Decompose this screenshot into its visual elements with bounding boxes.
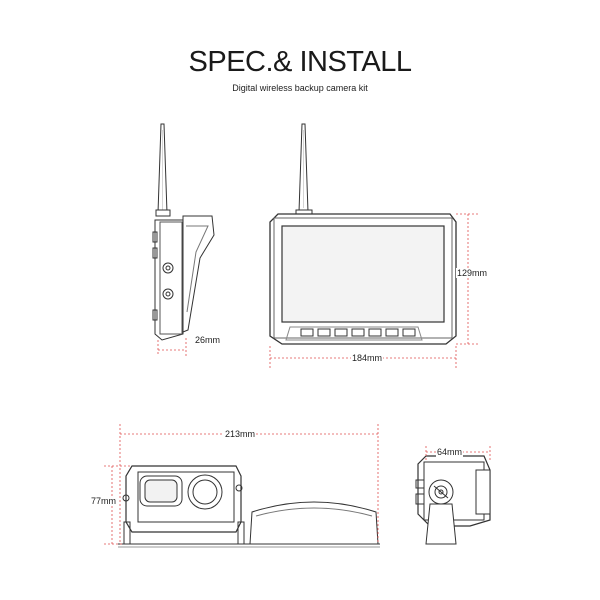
camera-depth-label: 64mm	[436, 447, 464, 457]
camera-front-view	[118, 465, 380, 548]
camera-side-view	[415, 455, 491, 545]
page-subtitle: Digital wireless backup camera kit	[232, 83, 368, 93]
camera-height-label: 77mm	[90, 496, 118, 506]
monitor-front-view	[269, 123, 457, 345]
page-title: SPEC.& INSTALL	[188, 46, 412, 78]
monitor-height-label: 129mm	[456, 268, 489, 278]
monitor-depth-label: 26mm	[194, 335, 222, 345]
monitor-side-view	[152, 123, 215, 341]
camera-width-label: 213mm	[224, 429, 257, 439]
monitor-width-label: 184mm	[351, 353, 384, 363]
